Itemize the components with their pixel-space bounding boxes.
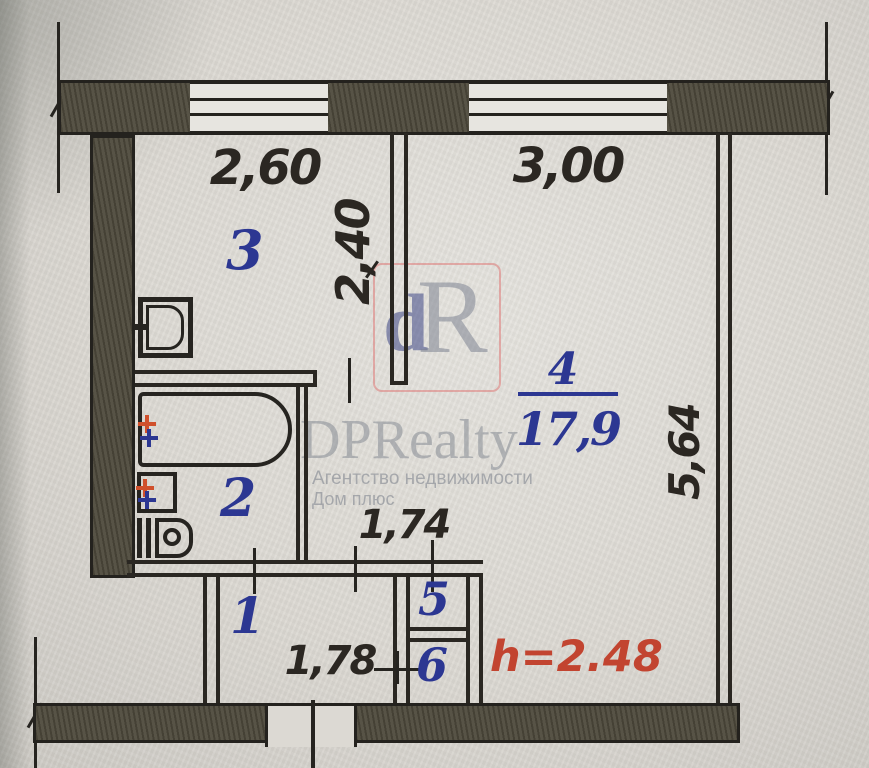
dimension-kitchen-depth: 2,40	[326, 199, 380, 306]
bathtub-icon	[138, 392, 292, 467]
room-label-living: 4	[547, 344, 579, 395]
partition-kitchen-bath	[135, 370, 317, 387]
dimension-tick	[354, 546, 357, 592]
window-glazing-line	[190, 98, 328, 101]
room-label-closet-bottom: 6	[416, 638, 449, 692]
toilet-drain-circle	[163, 528, 181, 546]
dimension-living-depth: 5,64	[660, 404, 709, 500]
dimension-tick	[253, 548, 256, 594]
dimension-tick	[431, 540, 434, 592]
extension-line-bottom-left	[34, 637, 37, 768]
partition-hall-left	[203, 575, 220, 703]
living-room-window	[469, 80, 667, 135]
dimension-kitchen-width: 2,60	[209, 140, 322, 196]
load-bearing-wall-left	[90, 135, 135, 578]
kitchen-sink-tap	[134, 324, 147, 330]
dimension-hall-width-bottom: 1,78	[284, 638, 378, 684]
party-wall-right	[716, 133, 732, 703]
watermark-tagline: Дом плюс	[312, 489, 395, 509]
room-label-kitchen: 3	[226, 218, 264, 282]
entrance-axis-line	[311, 700, 315, 768]
partition-closet-divider	[410, 627, 466, 642]
toilet-icon	[137, 518, 142, 558]
photo-shadow-left	[0, 0, 30, 768]
dimension-leader-1-78	[374, 668, 424, 671]
partition-hall-top	[127, 560, 483, 577]
ceiling-height-note: h=2.48	[490, 632, 663, 682]
toilet-bowl	[155, 518, 193, 558]
hot-water-cross-icon	[136, 479, 154, 497]
watermark-subtitle: Агентство недвижимости	[312, 468, 533, 489]
dimension-tick	[396, 651, 399, 684]
window-glazing-line	[469, 113, 667, 116]
window-glazing-line	[190, 113, 328, 116]
living-fraction-line	[518, 392, 618, 396]
room-label-hall: 1	[230, 586, 265, 645]
cold-water-cross-icon	[138, 491, 156, 509]
watermark-brand: DPRealty	[300, 409, 518, 471]
partition-closet-left	[393, 575, 410, 703]
partition-closet-right	[466, 575, 483, 703]
partition-living-left	[390, 133, 408, 385]
kitchen-sink-bowl	[146, 305, 184, 350]
exterior-wall-top	[58, 80, 830, 135]
kitchen-window	[190, 80, 328, 135]
dimension-living-width: 3,00	[512, 138, 625, 194]
window-glazing-line	[469, 98, 667, 101]
living-area-value: 17,9	[515, 402, 622, 456]
room-label-bath: 2	[220, 468, 257, 529]
toilet-cistern-icon	[137, 472, 177, 513]
hot-water-cross-icon	[138, 415, 156, 433]
exterior-wall-bottom	[33, 703, 740, 743]
cold-water-cross-icon	[140, 429, 158, 447]
watermark-logo-box	[373, 263, 501, 392]
dimension-hall-width-top: 1,74	[358, 502, 452, 548]
dimension-tick	[348, 358, 351, 403]
toilet-bar	[146, 518, 151, 558]
room-label-closet-top: 5	[418, 572, 451, 626]
partition-bath-right	[296, 383, 308, 560]
watermark-logo-r: R	[417, 258, 488, 375]
